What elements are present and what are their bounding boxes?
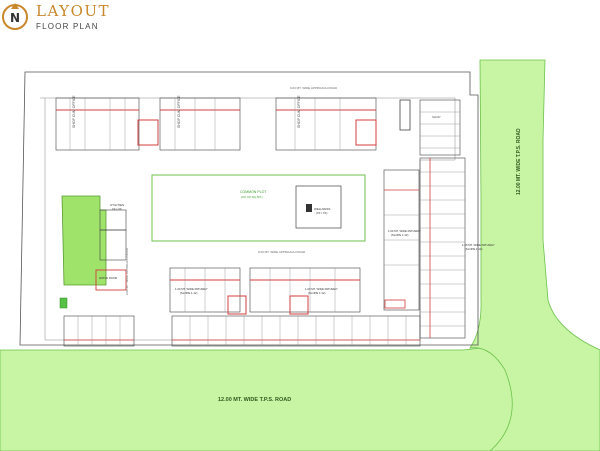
utilities-label: UTILITIES bbox=[110, 203, 124, 207]
top-block-3 bbox=[275, 97, 411, 151]
bottom-left-shops bbox=[63, 315, 135, 347]
wellness-room bbox=[295, 185, 342, 229]
compass-logo-icon: N bbox=[2, 3, 28, 30]
utilities-area bbox=[61, 195, 107, 286]
left-pathway-label: 1.00 MT. WIDE PATHWAY bbox=[175, 287, 208, 291]
right-shop-column bbox=[419, 99, 466, 339]
top-block-2-label: SHOP CUM OFFICE bbox=[177, 95, 181, 128]
wellness-room-label: WELLNESS bbox=[314, 207, 330, 211]
top-road-label: 9.00 MT. WIDE APPROACH ROAD bbox=[290, 86, 338, 90]
ne-pathway-label: 1.00 MT. WIDE PATHWAY bbox=[462, 243, 495, 247]
bottom-road-label: 12.00 MT. WIDE T.P.S. ROAD bbox=[218, 397, 291, 403]
shop-label: SHOP bbox=[432, 115, 441, 119]
site-boundary bbox=[19, 71, 479, 346]
logo-letter: N bbox=[10, 11, 20, 25]
top-block-1-label: SHOP CUM OFFICE bbox=[72, 95, 76, 128]
top-block-2 bbox=[159, 97, 241, 151]
top-block-3-label: SHOP CUM OFFICE bbox=[297, 95, 301, 128]
right-pathway-label: 1.00 MT. WIDE PATHWAY bbox=[305, 287, 338, 291]
common-plot bbox=[151, 174, 366, 242]
left-road-label: 9.00 MT. WIDE APPROACH ROAD bbox=[125, 247, 129, 295]
common-plot-sub: (XX.XX SQ.MT.) bbox=[241, 195, 263, 199]
wellness-room-marker bbox=[306, 204, 312, 212]
bottom-shop-row bbox=[171, 315, 421, 347]
wellness-room-sub: (XX x XX) bbox=[316, 211, 328, 215]
south-block-right bbox=[249, 267, 361, 315]
right-road bbox=[469, 59, 600, 451]
east-pathway-label: 1.00 MT. WIDE PATHWAY bbox=[388, 229, 421, 233]
left-pathway-sub: (SLOPE 1:12) bbox=[180, 291, 197, 295]
south-block-left bbox=[169, 267, 247, 315]
east-pathway-sub: (SLOPE 1:12) bbox=[391, 233, 408, 237]
watch-room-label: WATCH ROOM bbox=[99, 276, 117, 280]
gate-marker bbox=[59, 297, 68, 309]
watch-room bbox=[95, 269, 127, 291]
page-subtitle: FLOOR PLAN bbox=[36, 22, 99, 31]
right-pathway-sub: (SLOPE 1:12) bbox=[308, 291, 325, 295]
middle-road-label: 9.00 MT. WIDE APPROACH ROAD bbox=[258, 250, 306, 254]
page-title: LAYOUT bbox=[36, 2, 111, 20]
ne-pathway-sub: (SLOPE 1:12) bbox=[465, 247, 482, 251]
right-road-label: 12.00 MT. WIDE T.P.S. ROAD bbox=[516, 128, 522, 195]
header: N LAYOUT FLOOR PLAN bbox=[0, 0, 200, 40]
utilities-sub: XX x XX bbox=[112, 207, 122, 211]
common-plot-label: COMMON PLOT bbox=[240, 190, 267, 194]
top-block-1 bbox=[55, 97, 159, 151]
east-block bbox=[383, 169, 420, 311]
